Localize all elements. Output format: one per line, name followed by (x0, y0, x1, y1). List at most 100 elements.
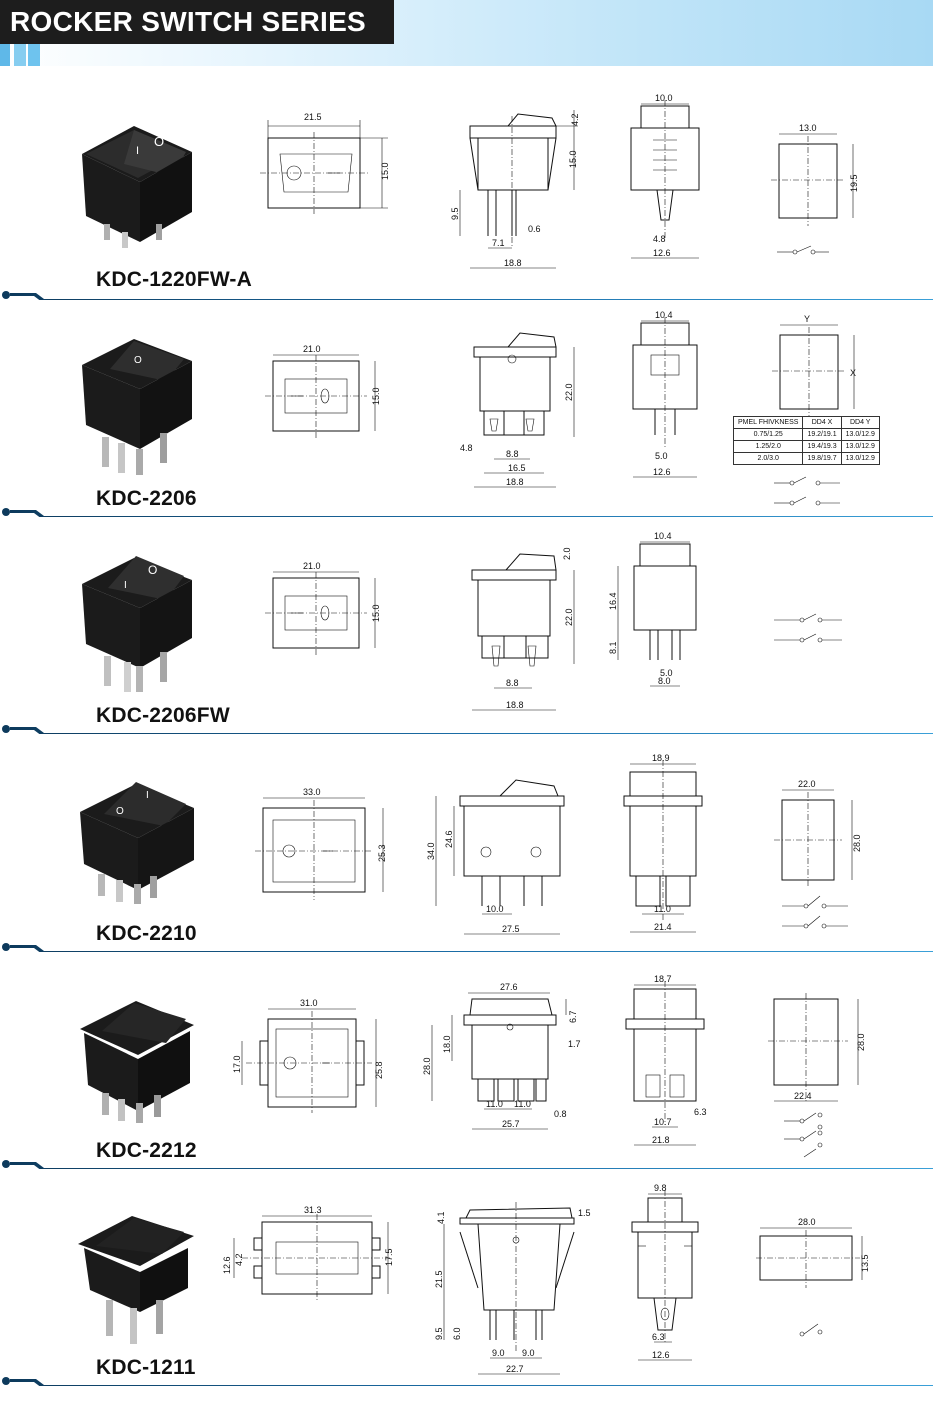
section-divider (2, 1377, 933, 1386)
svg-text:22.0: 22.0 (798, 779, 816, 789)
section-divider (2, 508, 933, 517)
svg-text:I: I (146, 790, 149, 801)
end-view-drawing: 9.8 6.3 12.6 (631, 1183, 699, 1361)
svg-text:28.0: 28.0 (856, 1033, 866, 1051)
svg-text:1.5: 1.5 (578, 1208, 591, 1218)
svg-text:22.4: 22.4 (794, 1091, 812, 1101)
svg-text:22.0: 22.0 (564, 383, 574, 401)
svg-text:9.5: 9.5 (434, 1327, 444, 1340)
svg-text:O: O (116, 806, 124, 817)
svg-text:9.0: 9.0 (492, 1348, 505, 1358)
svg-text:34.0: 34.0 (426, 842, 436, 860)
svg-text:21.5: 21.5 (304, 112, 322, 122)
side-view-drawing: 22.0 4.8 8.8 16.5 18.8 (460, 332, 575, 488)
svg-text:21.8: 21.8 (652, 1135, 670, 1145)
model-label: KDC-2206 (96, 487, 197, 510)
svg-text:15.0: 15.0 (380, 162, 390, 180)
svg-text:X: X (850, 368, 856, 378)
svg-text:4.8: 4.8 (653, 234, 666, 244)
front-view-drawing: 31.3 12.6 4.2 17.5 (222, 1205, 394, 1302)
section-divider (2, 1160, 933, 1169)
svg-text:12.6: 12.6 (653, 467, 671, 477)
panel-cutout-drawing: 22.0 28.0 (774, 779, 862, 888)
end-view-drawing: 10.4 5.0 12.6 (632, 310, 698, 478)
svg-text:6.3: 6.3 (652, 1332, 665, 1342)
circuit-symbol (774, 613, 842, 643)
model-label: KDC-1220FW-A (96, 268, 252, 291)
svg-text:18.0: 18.0 (442, 1035, 452, 1053)
svg-text:28.0: 28.0 (798, 1217, 816, 1227)
product-section-kdc-2212: KDC-2212 31.0 17.0 25.8 27.6 6.7 1.7 28.… (0, 955, 933, 1173)
svg-text:0.8: 0.8 (554, 1109, 567, 1119)
svg-text:28.0: 28.0 (422, 1057, 432, 1075)
svg-text:8.1: 8.1 (608, 641, 618, 654)
product-photo: O (82, 339, 192, 475)
svg-text:22.0: 22.0 (564, 608, 574, 626)
section-divider (2, 725, 933, 734)
svg-text:21.0: 21.0 (303, 561, 321, 571)
product-photo (78, 1216, 194, 1344)
svg-text:16.5: 16.5 (508, 463, 526, 473)
end-view-drawing: 18.7 6.3 10.7 21.8 (625, 974, 707, 1146)
svg-text:11.0: 11.0 (514, 1099, 531, 1109)
svg-text:21.4: 21.4 (654, 922, 672, 932)
svg-text:21.0: 21.0 (303, 344, 321, 354)
circuit-symbol (799, 1323, 823, 1337)
svg-text:13.0: 13.0 (799, 123, 817, 133)
svg-text:9.5: 9.5 (450, 207, 460, 220)
svg-text:18.8: 18.8 (506, 700, 524, 710)
product-section-kdc-1211: KDC-1211 31.3 12.6 4.2 17.5 4.1 1.5 21.5… (0, 1172, 933, 1390)
end-view-drawing: 10.4 16.4 8.1 5.0 8.0 (608, 531, 697, 687)
front-view-drawing: 21.5 15.0 (260, 112, 390, 214)
svg-text:6.0: 6.0 (452, 1327, 462, 1340)
header-marker (0, 44, 10, 66)
product-photo: I O (82, 126, 192, 248)
end-view-drawing: 18.9 11.0 21.4 (623, 753, 703, 933)
front-view-drawing: 21.0 15.0 (265, 344, 381, 439)
product-photo (80, 1001, 194, 1123)
svg-text:17.5: 17.5 (384, 1248, 394, 1266)
svg-text:9.0: 9.0 (522, 1348, 535, 1358)
svg-text:8.0: 8.0 (658, 676, 671, 686)
svg-text:0.6: 0.6 (528, 224, 541, 234)
svg-text:25.7: 25.7 (502, 1119, 520, 1129)
svg-text:7.1: 7.1 (492, 238, 505, 248)
model-label: KDC-2212 (96, 1139, 197, 1162)
svg-text:6.3: 6.3 (694, 1107, 707, 1117)
svg-text:18.8: 18.8 (504, 258, 522, 268)
svg-text:I: I (124, 580, 127, 591)
photo-mark: O (154, 134, 164, 149)
svg-text:28.0: 28.0 (852, 834, 862, 852)
model-label: KDC-1211 (96, 1356, 196, 1379)
svg-text:5.0: 5.0 (655, 451, 668, 461)
svg-text:10.4: 10.4 (655, 310, 673, 320)
svg-text:11.0: 11.0 (654, 904, 671, 914)
product-section-kdc-2210: O I KDC-2210 33.0 25.3 34.0 24.6 10.0 27… (0, 738, 933, 956)
svg-text:24.6: 24.6 (444, 830, 454, 848)
svg-text:O: O (134, 355, 142, 366)
product-section-kdc-2206fw: I O KDC-2206FW 21.0 15.0 2.0 22.0 8.8 18… (0, 520, 933, 738)
svg-text:10.7: 10.7 (654, 1117, 672, 1127)
side-view-drawing: 34.0 24.6 10.0 27.5 (426, 779, 565, 935)
page-title: ROCKER SWITCH SERIES (0, 0, 394, 44)
svg-text:10.0: 10.0 (655, 93, 673, 103)
svg-text:18.7: 18.7 (654, 974, 672, 984)
circuit-symbol (782, 895, 848, 929)
svg-text:22.7: 22.7 (506, 1364, 524, 1374)
svg-text:21.5: 21.5 (434, 1270, 444, 1288)
svg-text:16.4: 16.4 (608, 592, 618, 610)
product-section-kdc-2206: O KDC-2206 21.0 15.0 22.0 4.8 8.8 16.5 1… (0, 303, 933, 521)
section-divider (2, 943, 933, 952)
svg-text:11.0: 11.0 (486, 1099, 503, 1109)
side-view-drawing: 2.0 22.0 8.8 18.8 (471, 547, 575, 711)
section-divider (2, 291, 933, 300)
panel-cutout-drawing: 13.0 19.5 (771, 123, 859, 255)
svg-text:15.0: 15.0 (568, 150, 578, 168)
svg-text:13.5: 13.5 (860, 1254, 870, 1272)
